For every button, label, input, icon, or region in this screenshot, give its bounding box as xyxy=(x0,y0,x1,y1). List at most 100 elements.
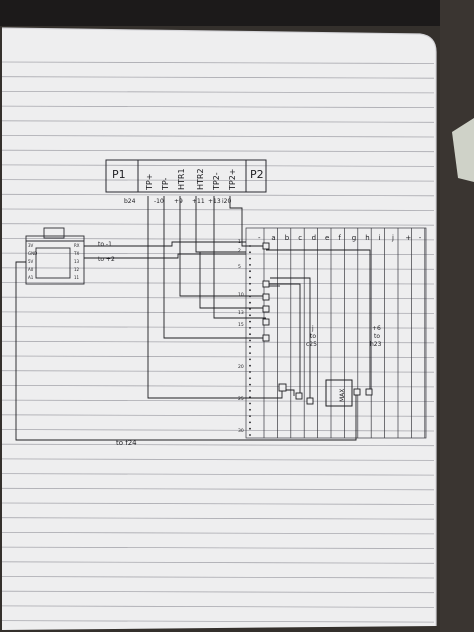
breadboard-row-label: 13 xyxy=(238,310,244,316)
ruled-line xyxy=(1,370,435,373)
ruled-line xyxy=(1,149,435,153)
breadboard-hole xyxy=(249,421,251,424)
breadboard-column-label: d xyxy=(312,234,316,242)
p1-label: P1 xyxy=(112,168,126,181)
svg-text:TX: TX xyxy=(73,251,79,256)
breadboard-hole xyxy=(249,371,251,373)
under-pin-label: +11 xyxy=(192,198,205,205)
ruled-line xyxy=(1,532,435,535)
under-pin-label: +9 xyxy=(174,198,183,205)
breadboard-column-label: g xyxy=(352,234,356,242)
note-right: +6 xyxy=(372,325,381,332)
ruled-line xyxy=(1,296,435,300)
note-right: to xyxy=(374,333,380,340)
breadboard-hole xyxy=(249,264,251,266)
ruled-line xyxy=(1,282,435,285)
breadboard-column-label: c xyxy=(298,234,302,242)
ruled-line xyxy=(1,164,435,167)
ruled-line xyxy=(1,193,435,197)
breadboard-column-label: b xyxy=(285,234,290,242)
ruled-line xyxy=(1,355,435,358)
breadboard-hole xyxy=(249,301,251,304)
breadboard-column-label: i xyxy=(379,234,381,242)
svg-text:RX: RX xyxy=(74,243,80,248)
ruled-line xyxy=(1,267,435,270)
top-shadow xyxy=(0,0,474,26)
ruled-line xyxy=(1,311,435,314)
breadboard-hole xyxy=(249,352,251,354)
breadboard-hole xyxy=(249,327,251,329)
svg-text:3V: 3V xyxy=(28,243,34,248)
ruled-line xyxy=(1,237,435,241)
ruled-line xyxy=(1,590,435,594)
ruled-line xyxy=(1,179,435,182)
breadboard-hole xyxy=(249,427,251,430)
pin-label: TP2- xyxy=(212,172,221,191)
breadboard-hole xyxy=(249,390,251,392)
breadboard-column-label: - xyxy=(258,234,261,242)
breadboard-hole xyxy=(249,251,251,254)
ruled-lines xyxy=(1,61,435,623)
under-pin-label: -10 xyxy=(154,198,164,205)
breadboard-column-label: - xyxy=(419,234,422,242)
breadboard-column-label: e xyxy=(325,234,329,242)
breadboard-hole xyxy=(249,402,251,405)
breadboard-column-label: f xyxy=(338,234,341,242)
ruled-line xyxy=(1,76,435,79)
paper-page xyxy=(2,28,436,630)
ruled-line xyxy=(1,546,435,549)
svg-text:5V: 5V xyxy=(28,259,34,264)
note-to-plus: to +2 xyxy=(98,256,115,263)
svg-text:A1: A1 xyxy=(28,275,34,280)
breadboard-hole xyxy=(249,339,251,342)
ruled-line xyxy=(1,61,435,64)
ruled-line xyxy=(1,105,435,108)
under-pin-label: i20 xyxy=(222,198,231,205)
ruled-line xyxy=(1,120,435,123)
breadboard-hole xyxy=(249,364,251,367)
breadboard-hole xyxy=(249,314,251,317)
ruled-line xyxy=(1,414,435,417)
breadboard-hole xyxy=(249,276,251,279)
ruled-line xyxy=(1,561,435,564)
breadboard-hole xyxy=(249,308,251,310)
breadboard-hole xyxy=(249,270,251,273)
under-pin-label: b24 xyxy=(124,198,136,205)
breadboard-column-label: j xyxy=(391,234,394,242)
breadboard-row-label: 15 xyxy=(238,322,244,328)
breadboard-hole xyxy=(249,257,251,260)
ruled-line xyxy=(1,340,435,344)
ruled-line xyxy=(1,487,435,491)
pin-label: TP2+ xyxy=(228,168,237,191)
ruled-line xyxy=(1,502,435,505)
svg-text:11: 11 xyxy=(74,275,80,280)
ruled-line xyxy=(1,443,435,447)
ruled-line xyxy=(1,91,435,94)
breadboard-column-label: + xyxy=(405,234,411,242)
breadboard-row-label: 2 xyxy=(238,248,241,254)
right-desk xyxy=(440,0,474,632)
ruled-line xyxy=(1,458,435,461)
note-mid: c25 xyxy=(306,341,317,348)
ruled-line xyxy=(1,326,435,329)
note-mid: j xyxy=(311,325,314,332)
svg-text:13: 13 xyxy=(74,259,80,264)
breadboard-hole xyxy=(249,383,251,386)
ruled-line xyxy=(1,429,435,432)
note-mid: to xyxy=(310,333,316,340)
ruled-line xyxy=(1,135,435,138)
chip-outline xyxy=(325,379,353,407)
ruled-line xyxy=(1,208,435,211)
bottom-note: to f24 xyxy=(116,439,137,447)
p2-label: P2 xyxy=(250,168,264,181)
breadboard-hole xyxy=(249,282,251,285)
breadboard-grid xyxy=(245,227,427,439)
breadboard-row-label: 5 xyxy=(238,264,241,270)
breadboard-hole xyxy=(249,358,251,361)
ruled-line xyxy=(1,605,435,608)
note-to-minus: to -1 xyxy=(98,241,112,248)
ruled-line xyxy=(1,399,435,403)
pin-label: HTR1 xyxy=(177,168,186,190)
microcontroller-board xyxy=(25,227,85,285)
ruled-line xyxy=(1,620,435,623)
